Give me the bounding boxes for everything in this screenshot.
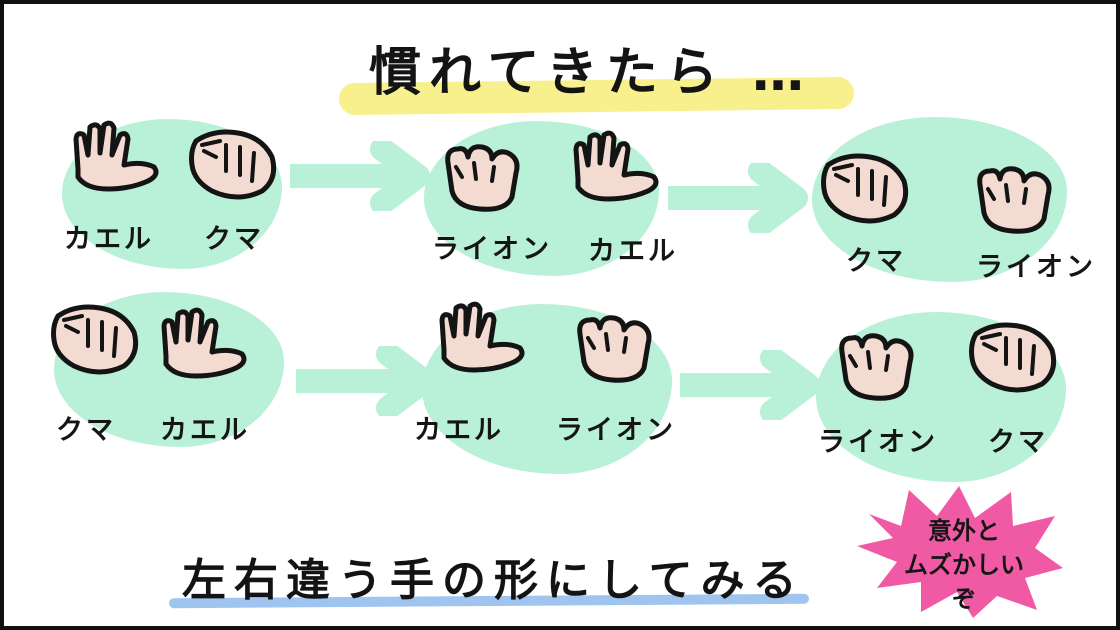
frog-hand-icon [73,120,159,192]
arrow-right-icon [668,163,808,233]
frog-hand-icon [439,301,525,373]
page-title: 慣れてきたら … [369,43,812,103]
hand-label: カエル [414,415,504,446]
bear-hand-icon [189,129,277,200]
hand-label: クマ [204,224,264,255]
lion-hand-icon [977,166,1052,234]
title-area: 慣れてきたら … [4,22,1116,116]
arrow-right-icon [680,350,820,420]
row-1: カエル クマ ライオン カエル クマ ライオン [4,99,1116,299]
burst-line: 意外と [928,517,1000,545]
burst-line: ムズかしいぞ [904,551,1024,613]
hand-label: ライオン [818,427,938,458]
hand-label: カエル [588,236,678,267]
arrow-right-icon [290,141,430,211]
bottom-caption-area: 左右違う手の形にしてみる [4,544,1116,624]
hand-label: ライオン [976,252,1096,283]
hand-label: クマ [988,427,1048,458]
lion-hand-icon [445,144,520,212]
bear-hand-icon [51,304,139,375]
hand-label: カエル [64,224,154,255]
hand-label: ライオン [556,415,676,446]
burst-text: 意外と ムズかしいぞ [904,514,1024,616]
bottom-caption: 左右違う手の形にしてみる [182,555,805,606]
bear-hand-icon [821,153,909,224]
hand-label: クマ [846,246,906,277]
arrow-right-icon [296,346,436,416]
row-2: クマ カエル カエル ライオン ライオン クマ [4,284,1116,484]
hand-label: カエル [160,415,250,446]
lion-hand-icon [577,315,652,383]
lion-hand-icon [839,333,914,401]
hand-label: ライオン [432,234,552,265]
hand-label: クマ [56,415,116,446]
frog-hand-icon [161,307,247,379]
burst-badge [857,486,1063,618]
frog-hand-icon [573,130,659,202]
bear-hand-icon [969,322,1057,393]
